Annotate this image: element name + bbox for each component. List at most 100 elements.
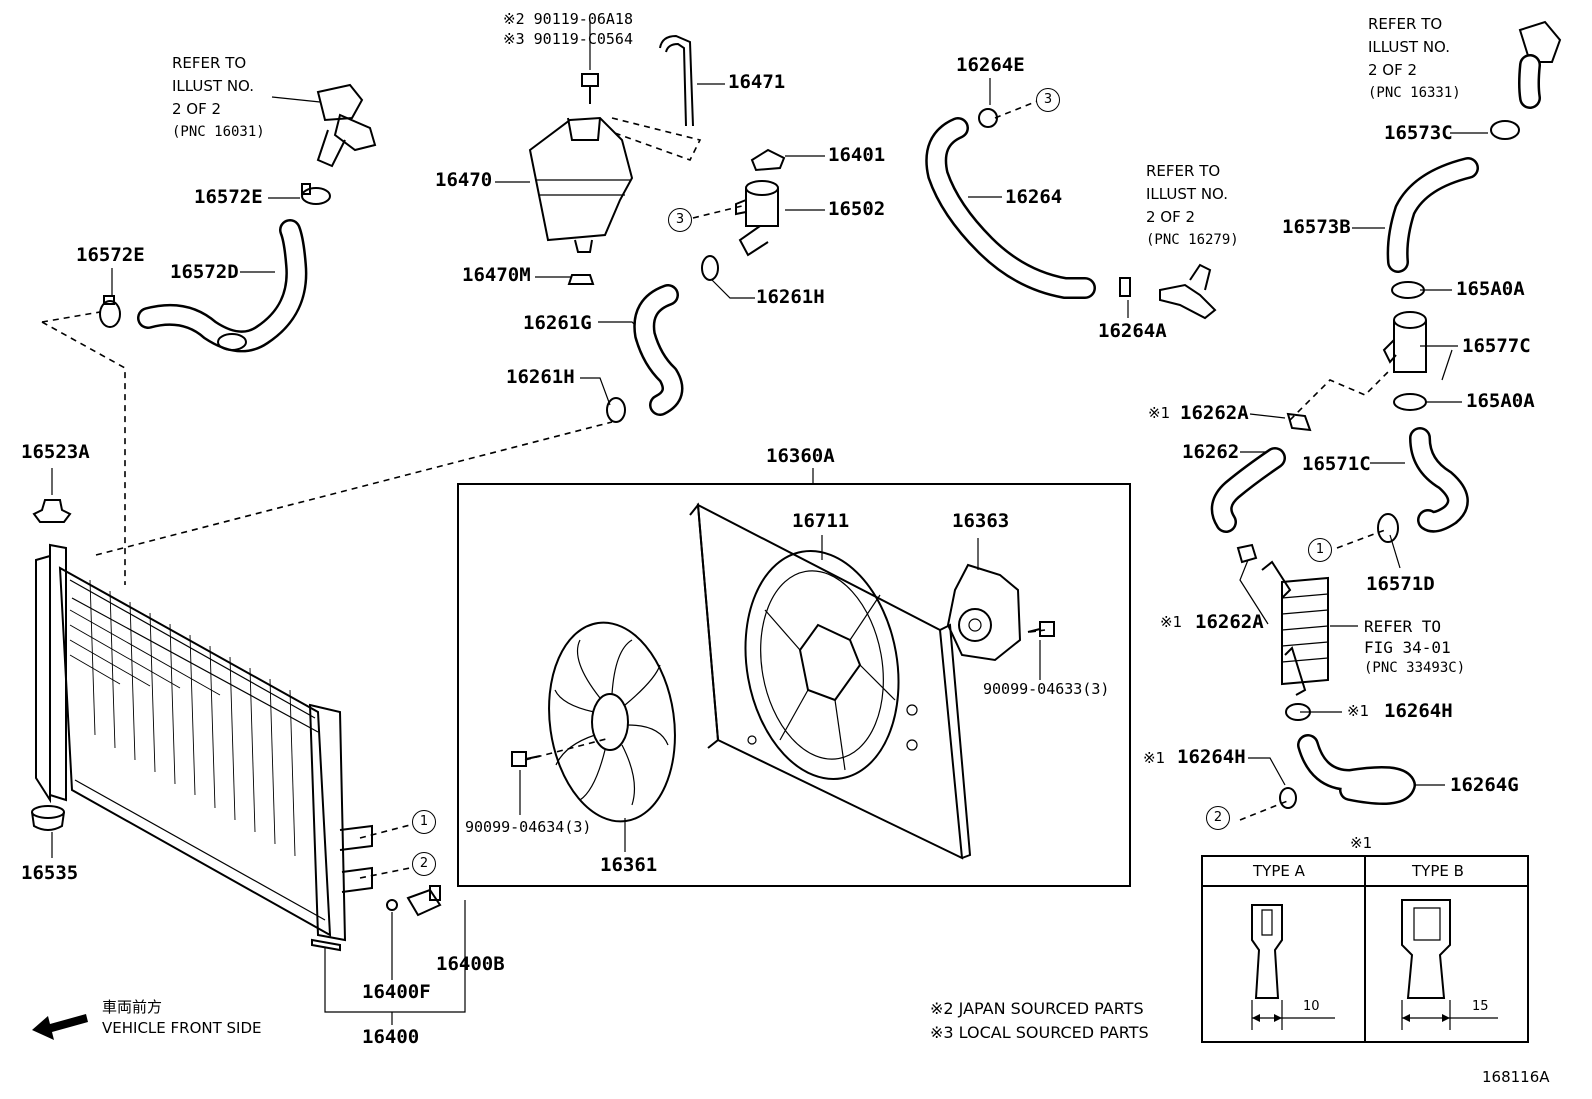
label-16401: 16401 [828, 144, 886, 166]
vehicle-front-jp: 車両前方 [102, 998, 163, 1016]
label-16400B: 16400B [436, 953, 505, 975]
label-16261H-top: 16261H [756, 286, 825, 308]
callout-1-right: 1 [1308, 538, 1332, 562]
clamp-16572E-top [301, 183, 331, 205]
hose-16262 [1210, 447, 1286, 533]
clip-table-mark: ※1 [1350, 834, 1373, 852]
label-16523A: 16523A [21, 441, 90, 463]
clip-type-table [1201, 855, 1529, 1043]
clip-table-dim-b: 15 [1472, 999, 1489, 1014]
label-16711: 16711 [792, 510, 850, 532]
cap-16470M [567, 274, 595, 285]
cap-16523A [32, 499, 72, 523]
label-90119-C0564: ※3 90119-C0564 [503, 30, 633, 48]
mark-x1-16264H-top: ※1 [1347, 702, 1370, 720]
callout-3-right: 3 [1036, 88, 1060, 112]
label-16573B: 16573B [1282, 216, 1351, 238]
clamp-16262A-bottom [1236, 543, 1258, 564]
label-16470M: 16470M [462, 264, 531, 286]
label-16264A: 16264A [1098, 320, 1167, 342]
clamp-16572E-left [99, 295, 121, 328]
label-16572E-left: 16572E [76, 244, 145, 266]
label-16261G: 16261G [523, 312, 592, 334]
mark-x1-16262A-bottom: ※1 [1160, 613, 1183, 631]
label-leaders [51, 20, 1488, 1025]
water-inlet-16031 [316, 83, 377, 168]
clamp-16262A-top [1286, 412, 1312, 432]
valve-16577C [1382, 311, 1427, 373]
legend-japan-sourced: ※2 JAPAN SOURCED PARTS [930, 999, 1144, 1018]
cap-16401 [750, 148, 786, 172]
callout-2-radiator: 2 [412, 852, 436, 876]
clamp-16264H-top [1285, 703, 1311, 721]
label-16470: 16470 [435, 169, 493, 191]
screw-90099-04634 [511, 751, 541, 767]
label-16262: 16262 [1182, 441, 1240, 463]
hose-16264 [925, 117, 1096, 299]
clip-type-b-drawing [1401, 899, 1498, 1030]
shroud-16711 [689, 502, 972, 860]
bolt-90119 [581, 73, 599, 104]
label-90119-06A18: ※2 90119-06A18 [503, 10, 633, 28]
front-arrow-icon [32, 1014, 88, 1040]
label-90099-04633: 90099-04633(3) [983, 680, 1110, 698]
clamp-16571D [1377, 513, 1399, 543]
joint-16279 [1159, 263, 1217, 320]
hose-16573B [1386, 157, 1479, 273]
clip-table-dim-a: 10 [1303, 999, 1320, 1014]
ref-note-16331: REFER TO ILLUST NO. 2 OF 2 (PNC 16331) [1368, 15, 1461, 101]
legend-local-sourced: ※3 LOCAL SOURCED PARTS [930, 1023, 1149, 1042]
hose-16261G [633, 284, 684, 416]
oil-cooler-33493C [1261, 560, 1329, 696]
clamp-16264H-bottom [1279, 787, 1297, 809]
filler-neck-16502 [735, 180, 779, 257]
label-16400F: 16400F [362, 981, 431, 1003]
label-16502: 16502 [828, 198, 886, 220]
clamp-16261H-bottom [606, 397, 626, 423]
label-16571D: 16571D [1366, 573, 1435, 595]
clamp-16573C [1490, 120, 1520, 140]
radiator-16400 [35, 543, 442, 952]
label-16262A-top: 16262A [1180, 402, 1249, 424]
label-16572E-top: 16572E [194, 186, 263, 208]
clip-table-type-b: TYPE B [1412, 862, 1464, 880]
label-16363: 16363 [952, 510, 1010, 532]
clamp-165A0A-bottom [1393, 393, 1427, 411]
label-16261H-bottom: 16261H [506, 366, 575, 388]
fan-assembly-box-16360A [457, 483, 1131, 887]
label-16572D: 16572D [170, 261, 239, 283]
clamp-165A0A-top [1391, 281, 1425, 299]
hose-16471 [659, 34, 694, 127]
label-16264H-bottom: 16264H [1177, 746, 1246, 768]
label-16264H-top: 16264H [1384, 700, 1453, 722]
label-16577C: 16577C [1462, 335, 1531, 357]
clip-type-a-drawing [1251, 904, 1335, 1030]
label-16471: 16471 [728, 71, 786, 93]
cap-16535 [31, 805, 65, 831]
hose-16264G [1297, 734, 1416, 805]
label-16573C: 16573C [1384, 122, 1453, 144]
label-16264: 16264 [1005, 186, 1063, 208]
clip-table-type-a: TYPE A [1253, 862, 1305, 880]
clamp-16264E [978, 108, 998, 128]
clamp-16264A [1119, 277, 1131, 297]
mark-x1-16264H-bottom: ※1 [1143, 749, 1166, 767]
label-16264E: 16264E [956, 54, 1025, 76]
figure-code: 168116A [1482, 1068, 1550, 1086]
hose-16572D [137, 219, 308, 353]
label-90099-04634: 90099-04634(3) [465, 818, 592, 836]
callout-1-radiator: 1 [412, 810, 436, 834]
fan-16361 [548, 621, 676, 823]
clamp-16261H-top [701, 255, 719, 281]
screw-90099-04633 [1027, 621, 1055, 637]
clamp-16572D-mid [217, 333, 247, 351]
callout-2-right: 2 [1206, 806, 1230, 830]
label-16361: 16361 [600, 854, 658, 876]
ref-note-16031: REFER TO ILLUST NO. 2 OF 2 (PNC 16031) [172, 54, 265, 140]
motor-16363 [946, 563, 1022, 662]
ref-note-33493C: REFER TO FIG 34-01 (PNC 33493C) [1364, 617, 1466, 676]
mark-x1-16262A-top: ※1 [1148, 404, 1171, 422]
hose-16571C [1409, 427, 1469, 533]
callout-3-left: 3 [668, 208, 692, 232]
